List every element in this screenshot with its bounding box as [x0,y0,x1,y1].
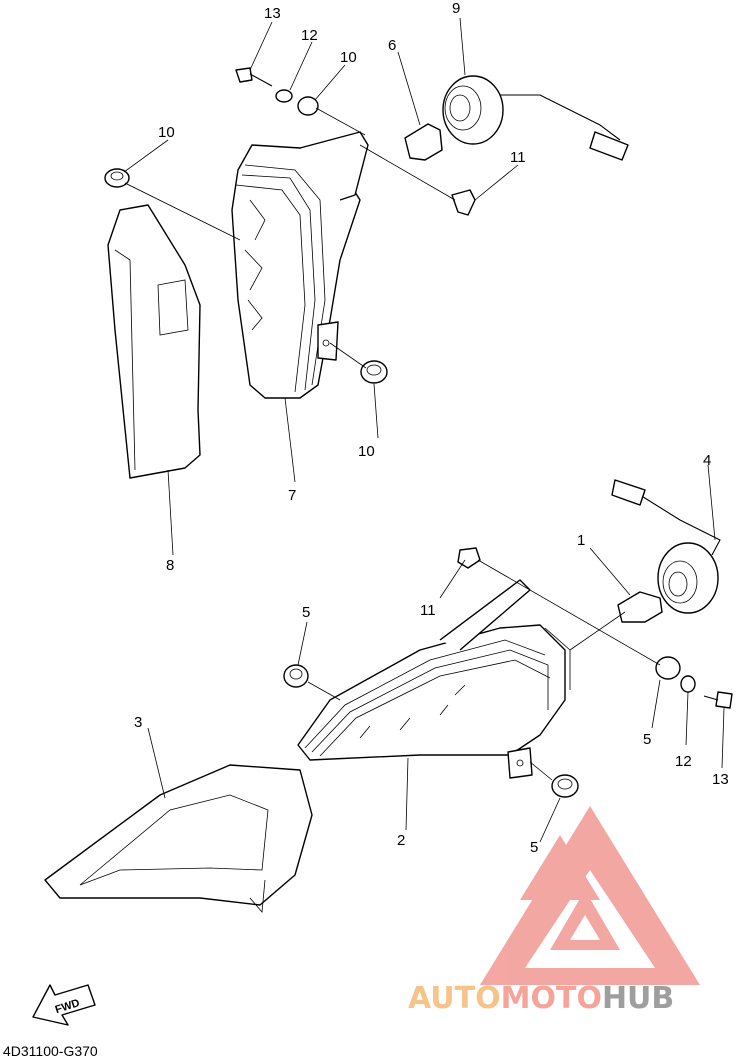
assembly-lines-upper [124,107,456,369]
callout-3: 3 [134,714,142,731]
callout-12-upper: 12 [301,27,318,44]
callout-5-right: 5 [643,731,651,748]
lamp-housing-lower [297,579,571,779]
lamp-lens-lower [44,764,313,913]
watermark-moto: MOTO [501,981,602,1016]
watermark-auto: AUTO [408,981,501,1016]
watermark-text: AUTOMOTOHUB [408,981,674,1016]
callout-labels: 13 12 10 9 6 10 11 10 7 8 4 1 11 5 5 12 … [134,0,729,856]
grommet-5-b [655,656,681,680]
callout-12-lower: 12 [675,753,692,770]
svg-text:AUTOMOTOHUB: AUTOMOTOHUB [408,981,674,1016]
grommet-5-a [283,664,309,688]
bulb-socket-lower [611,479,721,614]
fwd-arrow: FWD [32,984,96,1026]
lamp-lens-upper [107,204,201,479]
lamp-housing-upper [231,131,369,399]
callout-5-bottom: 5 [530,839,538,856]
grommet-10-c [360,360,388,384]
bulb-upper [404,123,443,161]
callout-13-lower: 13 [712,771,729,788]
drawing-code: 4D31100-G370 [3,1043,98,1059]
washer-12-upper [275,89,293,103]
screw-13-lower [703,691,733,709]
washer-12-lower [680,675,696,693]
callout-10-top: 10 [340,49,357,66]
watermark-logo [480,806,700,985]
callout-10-left: 10 [158,124,175,141]
grommet-10-b [297,96,319,116]
callout-7: 7 [288,487,296,504]
callout-5-left: 5 [302,604,310,621]
collar-11-upper [451,189,476,216]
assembly-lines-lower [307,559,661,781]
leader-lines [123,17,725,843]
bulb-lower [617,591,663,623]
callout-8: 8 [166,557,174,574]
screw-13-upper [235,67,273,87]
callout-13-upper: 13 [264,5,281,22]
callout-2: 2 [397,832,405,849]
callout-10-bottom: 10 [358,443,375,460]
callout-6: 6 [388,37,396,54]
bulb-socket-upper [442,75,629,161]
callout-9: 9 [452,0,460,17]
watermark-hub: HUB [602,981,674,1016]
callout-1: 1 [577,532,585,549]
grommet-10-a [104,168,130,188]
callout-11-upper: 11 [510,149,526,166]
grommet-5-c [551,774,579,798]
callout-4: 4 [703,452,711,469]
callout-11-lower: 11 [420,602,436,619]
